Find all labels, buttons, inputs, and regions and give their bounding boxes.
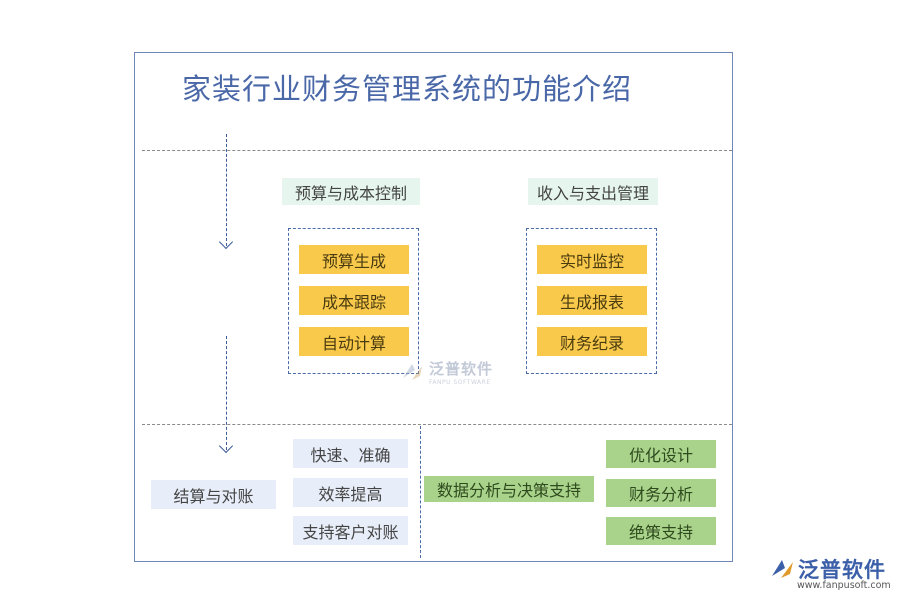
middle-divider bbox=[142, 424, 732, 425]
section-separator bbox=[420, 426, 421, 558]
income-item: 实时监控 bbox=[537, 245, 647, 274]
income-section-header: 收入与支出管理 bbox=[528, 178, 658, 205]
income-group bbox=[526, 228, 657, 374]
settlement-item: 效率提高 bbox=[293, 478, 408, 507]
brand-logo: 泛普软件 bbox=[770, 554, 886, 584]
analysis-item: 优化设计 bbox=[606, 440, 716, 468]
page-title: 家装行业财务管理系统的功能介绍 bbox=[182, 72, 633, 106]
logo-text: 泛普软件 bbox=[798, 558, 886, 582]
fanpu-logo-icon bbox=[772, 560, 793, 578]
budget-item: 预算生成 bbox=[299, 245, 409, 274]
settlement-label: 结算与对账 bbox=[151, 480, 276, 509]
analysis-label: 数据分析与决策支持 bbox=[424, 476, 594, 502]
settlement-item: 快速、准确 bbox=[293, 439, 408, 468]
budget-item: 成本跟踪 bbox=[299, 286, 409, 315]
analysis-item: 绝策支持 bbox=[606, 517, 716, 545]
income-item: 生成报表 bbox=[537, 286, 647, 315]
watermark-en: FANPU SOFTWARE bbox=[429, 379, 491, 386]
fanpu-watermark-icon bbox=[403, 364, 422, 380]
budget-section-header: 预算与成本控制 bbox=[282, 178, 420, 205]
watermark: 泛普软件 FANPU SOFTWARE bbox=[400, 358, 493, 386]
analysis-item: 财务分析 bbox=[606, 479, 716, 507]
flow-line-bottom bbox=[226, 336, 227, 450]
settlement-item: 支持客户对账 bbox=[293, 516, 408, 545]
income-item: 财务纪录 bbox=[537, 327, 647, 356]
diagram-frame bbox=[134, 52, 733, 562]
flow-line-top bbox=[226, 134, 227, 246]
watermark-cn: 泛普软件 bbox=[429, 360, 494, 378]
logo-url: www.fanpusoft.com bbox=[797, 580, 891, 591]
top-divider bbox=[142, 150, 732, 151]
budget-group bbox=[288, 228, 419, 374]
budget-item: 自动计算 bbox=[299, 327, 409, 356]
